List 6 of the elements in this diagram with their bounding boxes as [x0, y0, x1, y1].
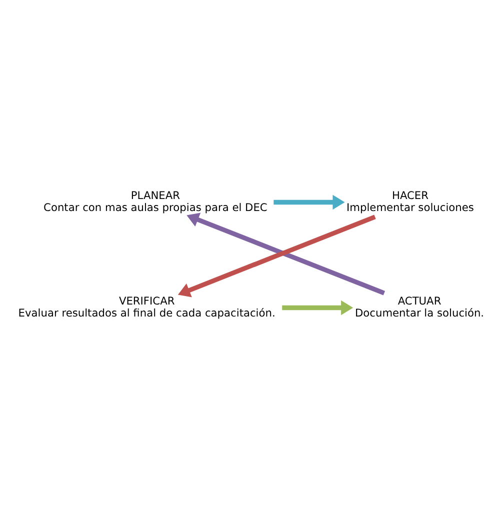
arrow — [274, 194, 345, 210]
node-text: ACTUAR Documentar la solución. — [354, 294, 484, 320]
node-text: HACER Implementar soluciones — [346, 188, 474, 214]
node-text: VERIFICAR Evaluar resultados al final de cada capacitación. — [18, 294, 276, 320]
node-text: PLANEAR Contar con mas aulas propias para el DEC — [44, 188, 268, 214]
arrow — [282, 300, 354, 316]
